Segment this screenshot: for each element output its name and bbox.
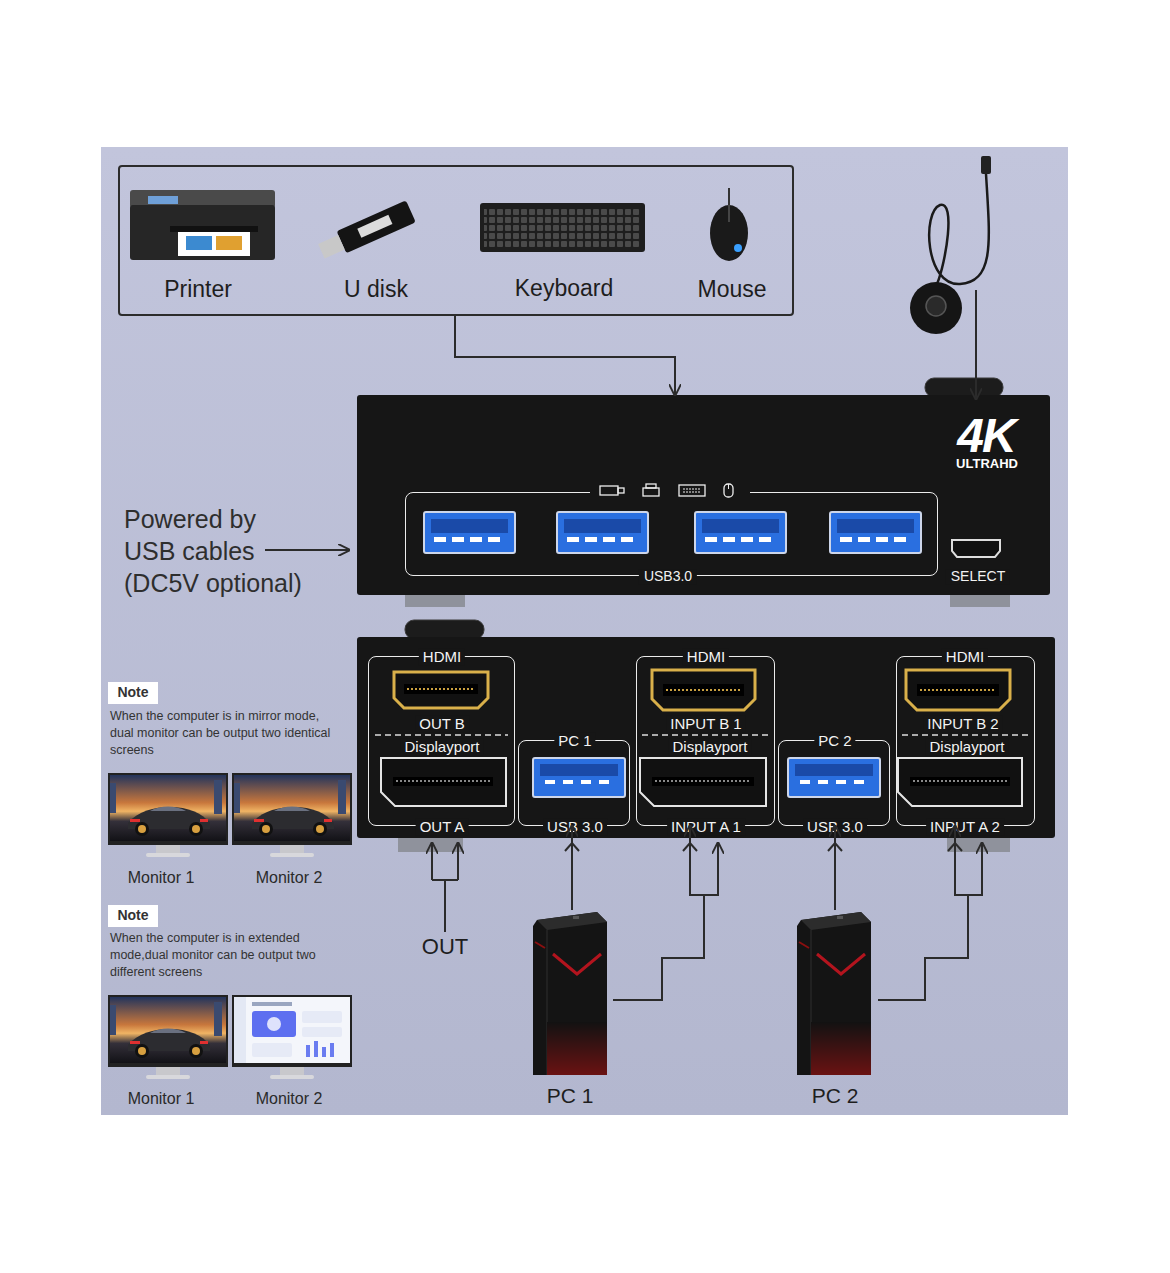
knob [405, 620, 484, 639]
connector [455, 316, 675, 395]
port-label: HDMI [419, 649, 465, 666]
device-label: Keyboard [515, 276, 613, 301]
pc-label: PC 1 [547, 1084, 594, 1107]
monitor-illustration [232, 995, 352, 1079]
usb-port [533, 758, 625, 797]
foot [405, 595, 465, 607]
monitor-label: Monitor 2 [256, 869, 323, 887]
logo-text: 4K [957, 410, 1014, 463]
arrow-head [565, 843, 962, 851]
monitor-label: Monitor 1 [128, 1090, 195, 1108]
monitor-illustration [232, 773, 352, 857]
port-label: OUT A [416, 819, 469, 836]
connector [878, 826, 968, 1000]
pc-tower: PC 1 [527, 910, 613, 1110]
background-panel [101, 147, 1068, 1115]
note-text: When the computer is in mirror mode, dua… [110, 708, 338, 759]
output-port-group: HDMIOUT BDisplayportOUT A [368, 656, 515, 826]
port-label: INPUT B 2 [923, 716, 1002, 733]
note-tab: Note [108, 905, 158, 927]
pc-tower: PC 2 [792, 910, 878, 1110]
keyboard-illustration [480, 203, 645, 252]
device-label: Printer [164, 277, 232, 302]
port-label: INPUT B 1 [666, 716, 745, 733]
port-label: PC 1 [554, 733, 595, 750]
usb-port [788, 758, 880, 797]
hdmi-port [394, 672, 488, 708]
note-heading: Note [117, 908, 148, 923]
output-arrow [457, 843, 459, 880]
usb-stick-illustration [316, 200, 415, 262]
branch-arrow [704, 843, 718, 895]
peripheral-box: Printer U disk Keyboard Mouse [118, 165, 794, 316]
monitor-label: Monitor 1 [128, 869, 195, 887]
port-label: HDMI [683, 649, 729, 666]
monitor-label: Monitor 2 [256, 1090, 323, 1108]
displayport-port [640, 758, 766, 806]
pc-label: PC 2 [812, 1084, 859, 1107]
port-label: OUT B [415, 716, 469, 733]
hdmi-port [906, 670, 1010, 710]
displayport-port [381, 758, 506, 806]
device-label: U disk [344, 277, 408, 302]
monitor-illustration [108, 995, 228, 1079]
port-label: SELECT [946, 569, 1010, 584]
port-label: Displayport [400, 739, 483, 756]
usb-port-group: USB3.0 [405, 492, 938, 576]
note-heading: Note [117, 685, 148, 700]
note-tab: Note [108, 682, 158, 704]
output-arrow [431, 843, 433, 880]
input-port-group: HDMIINPUT B 1DisplayportINPUT A 1 [636, 656, 775, 826]
separator [375, 734, 1029, 736]
connector [613, 826, 704, 1000]
port-label: Displayport [925, 739, 1008, 756]
remote-switch [910, 156, 991, 334]
port-label: PC 2 [814, 733, 855, 750]
foot [947, 838, 1010, 852]
leader-arrow [265, 549, 349, 551]
hdmi-port [652, 670, 755, 710]
output-label: OUT [422, 934, 468, 960]
mouse-illustration [710, 188, 748, 261]
pc-usb-group: PC 2USB 3.0 [778, 740, 890, 826]
device-label: Mouse [697, 277, 766, 302]
printer-illustration [130, 190, 275, 260]
port-label: HDMI [942, 649, 988, 666]
port-label: INPUT A 1 [667, 819, 745, 836]
foot [950, 595, 1010, 607]
pc-illustration [533, 912, 607, 1075]
input-port-group: HDMIINPUT B 2DisplayportINPUT A 2 [896, 656, 1035, 826]
branch-arrow [968, 843, 982, 895]
port-label: USB 3.0 [803, 819, 867, 836]
connector [571, 826, 573, 910]
logo-text: ULTRAHD [956, 457, 1018, 471]
output-wire [432, 880, 458, 932]
port-label: USB 3.0 [543, 819, 607, 836]
port-label: Displayport [668, 739, 751, 756]
displayport-port [898, 758, 1022, 806]
port-label: INPUT A 2 [926, 819, 1004, 836]
pc-usb-group: PC 1USB 3.0 [518, 740, 630, 826]
connector [834, 826, 836, 910]
monitor-illustration [108, 773, 228, 857]
switch-back-panel [357, 637, 1055, 838]
callout-text: Powered by USB cables (DC5V optional) [124, 503, 309, 599]
foot [398, 838, 463, 852]
switch-front-panel: 4KULTRAHD SELECT USB3.0 [357, 395, 1050, 595]
note-text: When the computer is in extended mode,du… [110, 930, 338, 981]
remote-wire-arrow [975, 290, 977, 399]
pc-illustration [797, 912, 871, 1075]
port-label: USB3.0 [639, 569, 697, 584]
